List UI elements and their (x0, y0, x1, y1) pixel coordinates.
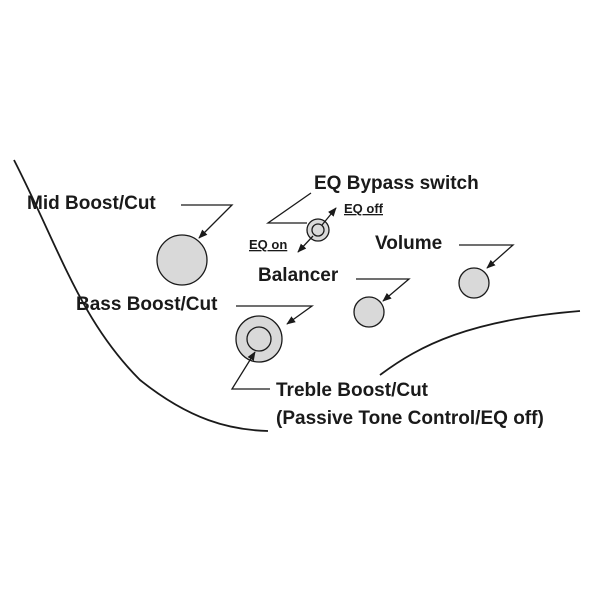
treble-leader-line (230, 351, 270, 390)
eq-on-label: EQ on (249, 237, 287, 252)
mid-label: Mid Boost/Cut (27, 193, 156, 214)
eq-off-arrow (321, 207, 337, 226)
volume-leader-line (459, 244, 515, 269)
eq-bypass-leader-line (265, 192, 312, 224)
bass-label: Bass Boost/Cut (76, 294, 218, 315)
mid-boost-cut-knob[interactable] (156, 234, 208, 286)
eq-on-arrow (297, 235, 314, 253)
treble-label: Treble Boost/Cut (276, 380, 429, 401)
balancer-label: Balancer (258, 265, 339, 286)
body-outline-left (13, 159, 269, 432)
treble-boost-cut-knob[interactable] (246, 326, 272, 352)
body-outline-right (379, 310, 581, 376)
balancer-leader-line (356, 278, 411, 302)
volume-label: Volume (375, 233, 442, 254)
treble-note-label: (Passive Tone Control/EQ off) (276, 408, 544, 429)
bass-leader-line (236, 305, 315, 325)
balancer-knob[interactable] (353, 296, 385, 328)
eq-off-label: EQ off (344, 201, 384, 216)
eq-bypass-switch-center (311, 223, 325, 237)
volume-knob[interactable] (458, 267, 490, 299)
mid-leader-line (181, 204, 234, 239)
eq-bypass-label: EQ Bypass switch (314, 173, 479, 194)
